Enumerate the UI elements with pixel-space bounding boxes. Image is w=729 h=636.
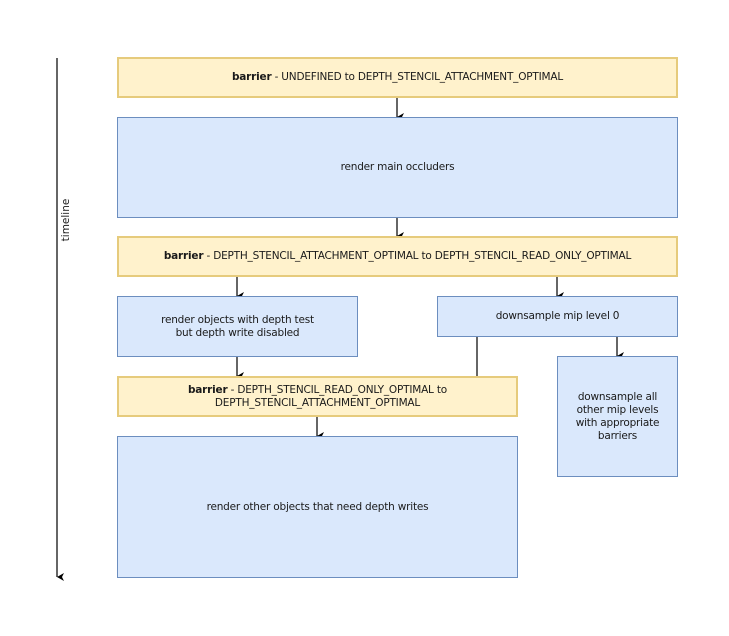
barrier-text: - UNDEFINED to DEPTH_STENCIL_ATTACHMENT_… bbox=[271, 71, 564, 83]
step-text: render main occluders bbox=[340, 161, 455, 173]
barrier-text-line2: DEPTH_STENCIL_ATTACHMENT_OPTIMAL bbox=[214, 396, 421, 409]
render-main-occluders: render main occluders bbox=[117, 117, 678, 218]
barrier-text: - DEPTH_STENCIL_READ_ONLY_OPTIMAL to bbox=[227, 383, 448, 396]
step-text-line: with appropriate bbox=[575, 416, 660, 429]
step-text: downsample mip level 0 bbox=[495, 310, 620, 322]
timeline-label: timeline bbox=[60, 198, 72, 242]
barrier-attachment-to-read-only: barrier - DEPTH_STENCIL_ATTACHMENT_OPTIM… bbox=[117, 236, 678, 277]
barrier-keyword: barrier bbox=[231, 71, 272, 83]
step-text-line: other mip levels bbox=[576, 403, 659, 416]
render-objects-depth-test: render objects with depth test but depth… bbox=[117, 296, 358, 357]
step-text-line: but depth write disabled bbox=[175, 326, 300, 339]
step-text: render other objects that need depth wri… bbox=[206, 500, 429, 513]
barrier-undefined-to-attachment: barrier - UNDEFINED to DEPTH_STENCIL_ATT… bbox=[117, 57, 678, 98]
render-other-objects: render other objects that need depth wri… bbox=[117, 436, 518, 578]
step-text-line: render objects with depth test bbox=[161, 313, 314, 326]
barrier-text: - DEPTH_STENCIL_ATTACHMENT_OPTIMAL to DE… bbox=[203, 250, 632, 262]
barrier-keyword: barrier bbox=[163, 250, 204, 262]
step-text-line: barriers bbox=[597, 429, 638, 442]
downsample-mip-level-0: downsample mip level 0 bbox=[437, 296, 678, 337]
barrier-read-only-to-attachment: barrier - DEPTH_STENCIL_READ_ONLY_OPTIMA… bbox=[117, 376, 518, 417]
downsample-all-mip-levels: downsample all other mip levels with app… bbox=[557, 356, 678, 477]
step-text-line: downsample all bbox=[577, 390, 658, 403]
barrier-keyword: barrier bbox=[187, 383, 228, 396]
